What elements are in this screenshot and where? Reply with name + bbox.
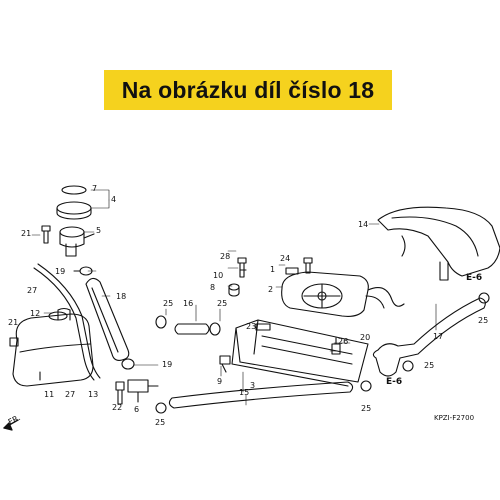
radiator-3: [231, 319, 369, 387]
label-part-17: 17: [433, 332, 443, 341]
label-part-19: 19: [55, 267, 65, 276]
label-part-13: 13: [88, 390, 98, 399]
joint-6: [115, 379, 159, 405]
label-part-6: 6: [134, 405, 139, 414]
reserve-tank: [9, 307, 94, 387]
label-part-21: 21: [8, 318, 18, 327]
label-part-26: 26: [338, 337, 348, 346]
section-ref-e6-top: E-6: [466, 273, 482, 283]
label-part-25: 25: [163, 299, 173, 308]
label-part-25: 25: [361, 404, 371, 413]
label-part-20: 20: [360, 333, 370, 342]
label-part-15: 15: [239, 388, 249, 397]
fan-bracket: [285, 257, 313, 275]
fan-2: [281, 271, 405, 317]
label-part-25: 25: [217, 299, 227, 308]
label-part-27: 27: [27, 286, 37, 295]
label-part-18: 18: [116, 292, 126, 301]
label-part-10: 10: [213, 271, 223, 280]
clamp-25: [155, 292, 490, 414]
fastener-bolts: [219, 257, 247, 373]
label-part-7: 7: [92, 184, 97, 193]
label-part-23: 24: [280, 254, 290, 263]
cap-24: [255, 323, 271, 331]
label-part-11: 11: [44, 390, 54, 399]
hose-17: [372, 297, 486, 377]
label-part-25: 25: [424, 361, 434, 370]
label-part-22: 22: [112, 403, 122, 412]
hose-16: [174, 323, 210, 335]
label-part-2: 2: [268, 285, 273, 294]
hose-18: [85, 277, 130, 361]
direction-arrow-icon: [3, 419, 19, 431]
label-part-1: 1: [270, 265, 275, 274]
label-part-24: 23: [246, 322, 256, 331]
part-labels: 7 4 5 21 27 19 18 12 21 11 27 13 22 6 19…: [8, 184, 488, 427]
label-part-14: 14: [358, 220, 368, 229]
cap-assembly: [56, 185, 95, 257]
label-part-9: 9: [217, 377, 222, 386]
label-part-4: 4: [111, 195, 116, 204]
label-part-25: 25: [155, 418, 165, 427]
label-part-19: 19: [162, 360, 172, 369]
label-part-27: 27: [65, 390, 75, 399]
reference-code: KPZI-F2700: [434, 414, 474, 422]
label-part-5: 5: [96, 226, 101, 235]
leader-lines: [31, 189, 437, 406]
hose-13: [33, 263, 101, 381]
header-banner: Na obrázku díl číslo 18: [104, 70, 392, 110]
banner-text: Na obrázku díl číslo 18: [121, 76, 375, 103]
hose-15: [168, 381, 354, 409]
label-part-8: 8: [210, 283, 215, 292]
direction-label: FR.: [7, 413, 22, 427]
bolt-21-top: [41, 225, 51, 244]
label-part-28: 28: [220, 252, 230, 261]
label-part-12: 12: [30, 309, 40, 318]
label-part-25: 25: [478, 316, 488, 325]
label-part-16: 16: [183, 299, 193, 308]
shroud-14: [377, 206, 500, 281]
label-part-21: 21: [21, 229, 31, 238]
label-part-3: 3: [250, 381, 255, 390]
section-ref-e6-bottom: E-6: [386, 377, 402, 387]
clip-19-lower: [121, 358, 135, 370]
